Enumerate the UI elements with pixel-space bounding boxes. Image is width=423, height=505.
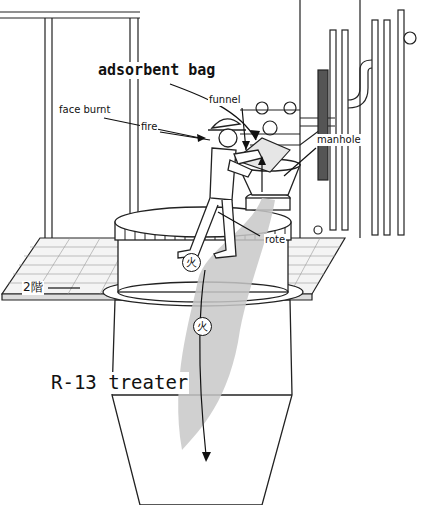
pipework	[330, 30, 336, 230]
arrow-head	[250, 130, 260, 140]
building-wall	[0, 12, 140, 238]
arrow-head	[258, 156, 266, 165]
pipework	[284, 102, 296, 114]
treater-vessel	[103, 192, 303, 505]
worker	[212, 119, 240, 128]
arrow-head	[242, 141, 250, 150]
pipework	[256, 102, 268, 114]
floor-slab	[35, 238, 320, 294]
building-wall	[0, 0, 360, 238]
pipework	[318, 70, 328, 180]
leader-line	[218, 212, 260, 236]
leader-line	[200, 270, 206, 455]
part-label: rote	[264, 234, 286, 246]
leader-line	[48, 287, 80, 288]
pipework	[263, 121, 277, 135]
pipework	[404, 32, 416, 44]
leader-line	[48, 84, 316, 455]
pipework	[348, 68, 372, 108]
worker	[178, 119, 262, 258]
arrow-head	[202, 452, 211, 462]
part-label: adsorbent bag	[97, 62, 216, 79]
fire-mark: 火	[186, 257, 197, 268]
part-label: funnel	[208, 94, 241, 106]
fire-symbol: 火	[182, 253, 201, 272]
arrow-head	[197, 134, 206, 142]
arrow-head	[197, 130, 266, 462]
leader-line	[170, 84, 256, 140]
note-label: fire	[140, 121, 158, 133]
pipework	[342, 30, 348, 230]
pipework	[384, 20, 390, 235]
worker	[210, 148, 236, 200]
worker	[178, 198, 218, 258]
building-wall	[300, 0, 360, 238]
worker	[214, 200, 236, 258]
pipework	[314, 226, 322, 234]
floor-label: 2階	[22, 281, 44, 295]
worker	[228, 160, 252, 177]
pipework	[372, 20, 378, 235]
worker	[234, 150, 262, 164]
vessel-label: R-13 treater	[50, 372, 189, 394]
worker	[219, 129, 237, 147]
part-label: manhole	[316, 134, 362, 146]
fire-mark: 火	[197, 321, 208, 332]
leader-line	[104, 118, 200, 138]
fire-symbol: 火	[193, 317, 212, 336]
pipework	[398, 10, 404, 235]
leader-line	[284, 148, 316, 176]
note-label: face burnt	[58, 104, 111, 116]
dust-plume	[178, 198, 275, 450]
